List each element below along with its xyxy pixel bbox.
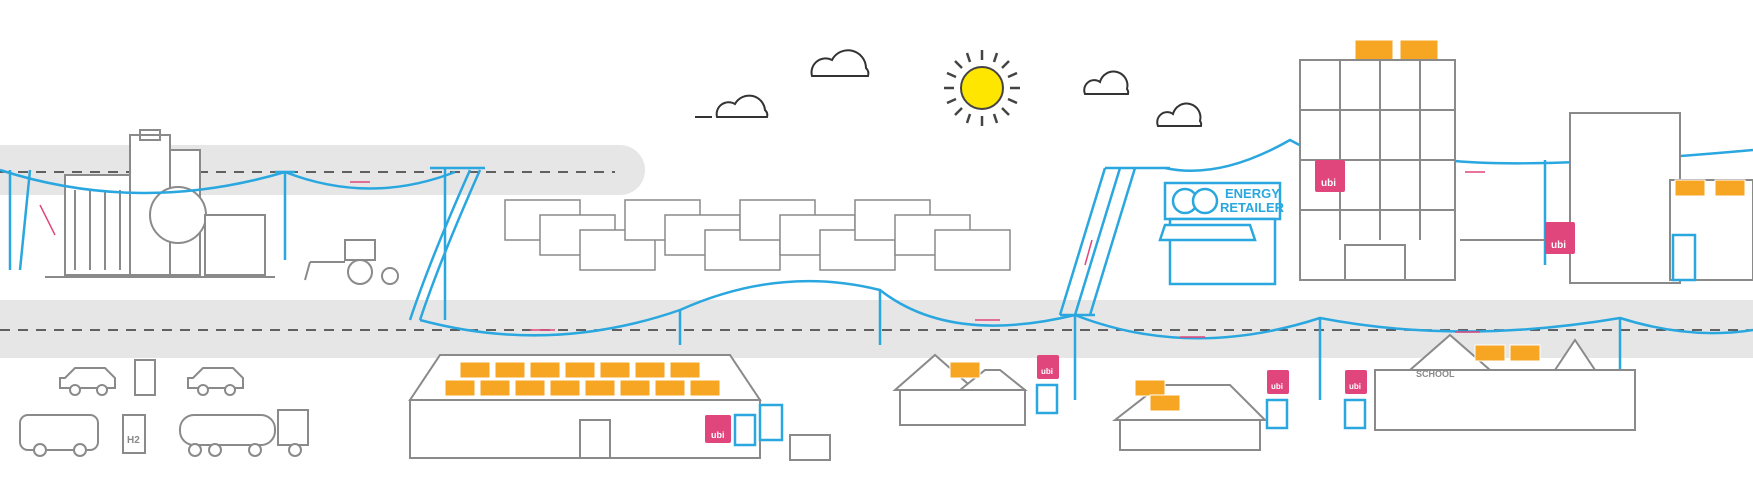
- factory-building: [45, 129, 275, 278]
- ubi-label: ubi: [1349, 382, 1361, 391]
- ubi-device: ubi: [1315, 160, 1345, 192]
- generator-icon: [789, 434, 831, 461]
- ubi-label: ubi: [1551, 240, 1566, 251]
- energy-flow-arrows: [39, 171, 1485, 338]
- vehicles: [19, 359, 309, 457]
- apartment-building: [1460, 112, 1753, 284]
- ubi-label: ubi: [1041, 367, 1053, 376]
- barn-building: [408, 354, 762, 459]
- ubi-label: ubi: [1271, 382, 1283, 391]
- hydrogen-pump-icon: [122, 414, 146, 454]
- house-1: [892, 353, 1028, 426]
- power-lines: [0, 138, 1753, 400]
- energy-retailer-building: [1158, 181, 1282, 286]
- retailer-label-line2: RETAILER: [1220, 200, 1285, 215]
- sun-icon: [944, 50, 1020, 126]
- house-2: [1112, 379, 1268, 451]
- tanker-truck-icon: [179, 414, 276, 446]
- ubi-device: ubi: [1037, 355, 1059, 379]
- ubi-device: ubi: [1545, 222, 1575, 254]
- car-icon: [59, 367, 116, 389]
- battery-icon: [733, 383, 1367, 447]
- car-icon: [187, 367, 244, 389]
- hydrogen-label: H2: [127, 435, 140, 446]
- ubi-device: ubi: [1345, 370, 1367, 394]
- solar-farm: [504, 199, 1011, 271]
- cloud-icon: [715, 49, 1203, 127]
- school-building: [1374, 333, 1636, 431]
- ubi-label: ubi: [711, 430, 725, 440]
- ubi-device: ubi: [705, 415, 731, 443]
- ubi-device: ubi: [1267, 370, 1289, 394]
- ubi-label: ubi: [1321, 178, 1336, 189]
- tractor-icon: [304, 239, 399, 285]
- ev-charger-icon: [134, 359, 156, 396]
- bus-icon: [19, 414, 99, 451]
- school-label: SCHOOL: [1416, 369, 1455, 379]
- retailer-label-line1: ENERGY: [1225, 186, 1280, 201]
- battery-icon: [1671, 233, 1697, 282]
